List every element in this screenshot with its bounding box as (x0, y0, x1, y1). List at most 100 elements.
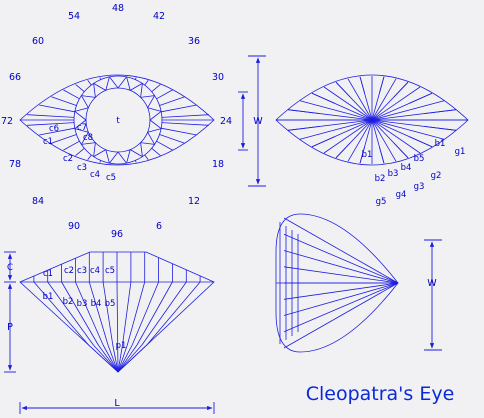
facet-label: b3 (388, 169, 399, 179)
facet-line (102, 344, 119, 373)
facet-line (359, 76, 365, 94)
index-label: 24 (220, 116, 232, 127)
facet-line (112, 344, 119, 373)
facet-line (283, 282, 399, 316)
end-profile-view (275, 213, 399, 353)
length-label: L (114, 398, 120, 409)
facet-label: b1 (435, 139, 446, 149)
facet-line (117, 344, 133, 373)
facet-line (371, 78, 397, 121)
facet-line (93, 142, 96, 157)
facet-line (140, 142, 155, 145)
facet-line (81, 132, 89, 145)
crown-tier-ring (73, 75, 163, 165)
facet-line (335, 81, 350, 97)
index-label: 48 (112, 3, 124, 14)
facet-label: b5 (414, 154, 425, 164)
facet-label: b2 (63, 297, 74, 307)
index-label: 90 (68, 221, 80, 232)
facet-line (283, 250, 399, 284)
pavilion-bottom-view (275, 74, 469, 166)
facet-line (27, 122, 75, 126)
facet-line (63, 140, 80, 151)
facet-line (61, 281, 99, 346)
index-label: 84 (32, 196, 44, 207)
facet-line (335, 143, 350, 159)
facet-line (81, 95, 96, 98)
facet-line (93, 83, 106, 91)
facet-label: g1 (455, 147, 466, 157)
facet-line (379, 76, 385, 94)
facet-line (126, 149, 131, 164)
pavilion-depth-label: P (7, 322, 13, 333)
facet-line (149, 119, 162, 129)
facet-line (117, 151, 127, 164)
facet-line (323, 86, 373, 121)
facet-line (51, 96, 77, 106)
facet-label: b3 (77, 299, 88, 309)
end-width-dimension (424, 239, 442, 351)
facet-line (122, 281, 132, 346)
facet-line (87, 80, 92, 86)
facet-label: c5 (105, 266, 115, 276)
facet-line (161, 122, 209, 126)
facet-line (409, 136, 433, 148)
facet-label: c4 (90, 266, 100, 276)
facet-line (161, 104, 197, 113)
facet-line (371, 119, 445, 140)
facet-line (136, 281, 173, 346)
facet-line (47, 281, 94, 346)
facet-line (27, 114, 75, 118)
facet-line (117, 344, 123, 373)
facet-line (75, 281, 104, 346)
facet-line (141, 281, 187, 346)
facet-label: c1 (43, 269, 53, 279)
facet-line (74, 107, 89, 112)
facet-line (311, 136, 335, 148)
index-label: 78 (9, 159, 21, 170)
index-label: 36 (188, 36, 200, 47)
facet-label: g4 (396, 190, 407, 200)
facet-label: b1 (362, 150, 373, 160)
index-label: 96 (111, 229, 123, 240)
crown-height-label: C (7, 263, 13, 273)
facet-line (283, 282, 399, 300)
pavilion-radial-lines (276, 76, 468, 164)
facet-line (81, 95, 89, 108)
facet-line (116, 281, 119, 346)
index-label: 66 (9, 72, 21, 83)
facet-label: c7 (77, 123, 87, 133)
facet-line (87, 154, 92, 160)
facet-label: c2 (63, 154, 73, 164)
facet-line (105, 76, 110, 91)
facet-line (147, 132, 155, 145)
facet-line (88, 281, 109, 346)
facet-line (93, 344, 119, 373)
facet-label: p1 (116, 341, 127, 351)
facet-line (39, 127, 75, 136)
facet-line (117, 76, 127, 89)
facet-line (130, 83, 143, 91)
facet-label: b2 (375, 174, 386, 184)
facet-line (283, 282, 399, 349)
facet-line (311, 92, 335, 104)
facet-line (140, 83, 143, 98)
table-facets (74, 76, 162, 164)
facet-line (107, 344, 119, 373)
top-view-labels: t c6 c7 c8 c1 c2 c3 c4 c5 (43, 116, 120, 183)
facet-line (81, 142, 96, 145)
index-label: 72 (1, 116, 13, 127)
facet-line (109, 151, 119, 164)
facet-line (371, 119, 421, 154)
facet-label: b1 (43, 292, 54, 302)
facet-line (131, 281, 159, 346)
facet-line (102, 281, 114, 346)
facet-line (144, 154, 149, 160)
dimension-letters: W W L C P (7, 116, 437, 409)
facet-line (93, 149, 106, 157)
facet-line (156, 89, 173, 100)
facet-line (151, 147, 161, 156)
facet-label: c2 (64, 266, 74, 276)
facet-label: c6 (49, 124, 59, 134)
facet-line (140, 142, 143, 157)
